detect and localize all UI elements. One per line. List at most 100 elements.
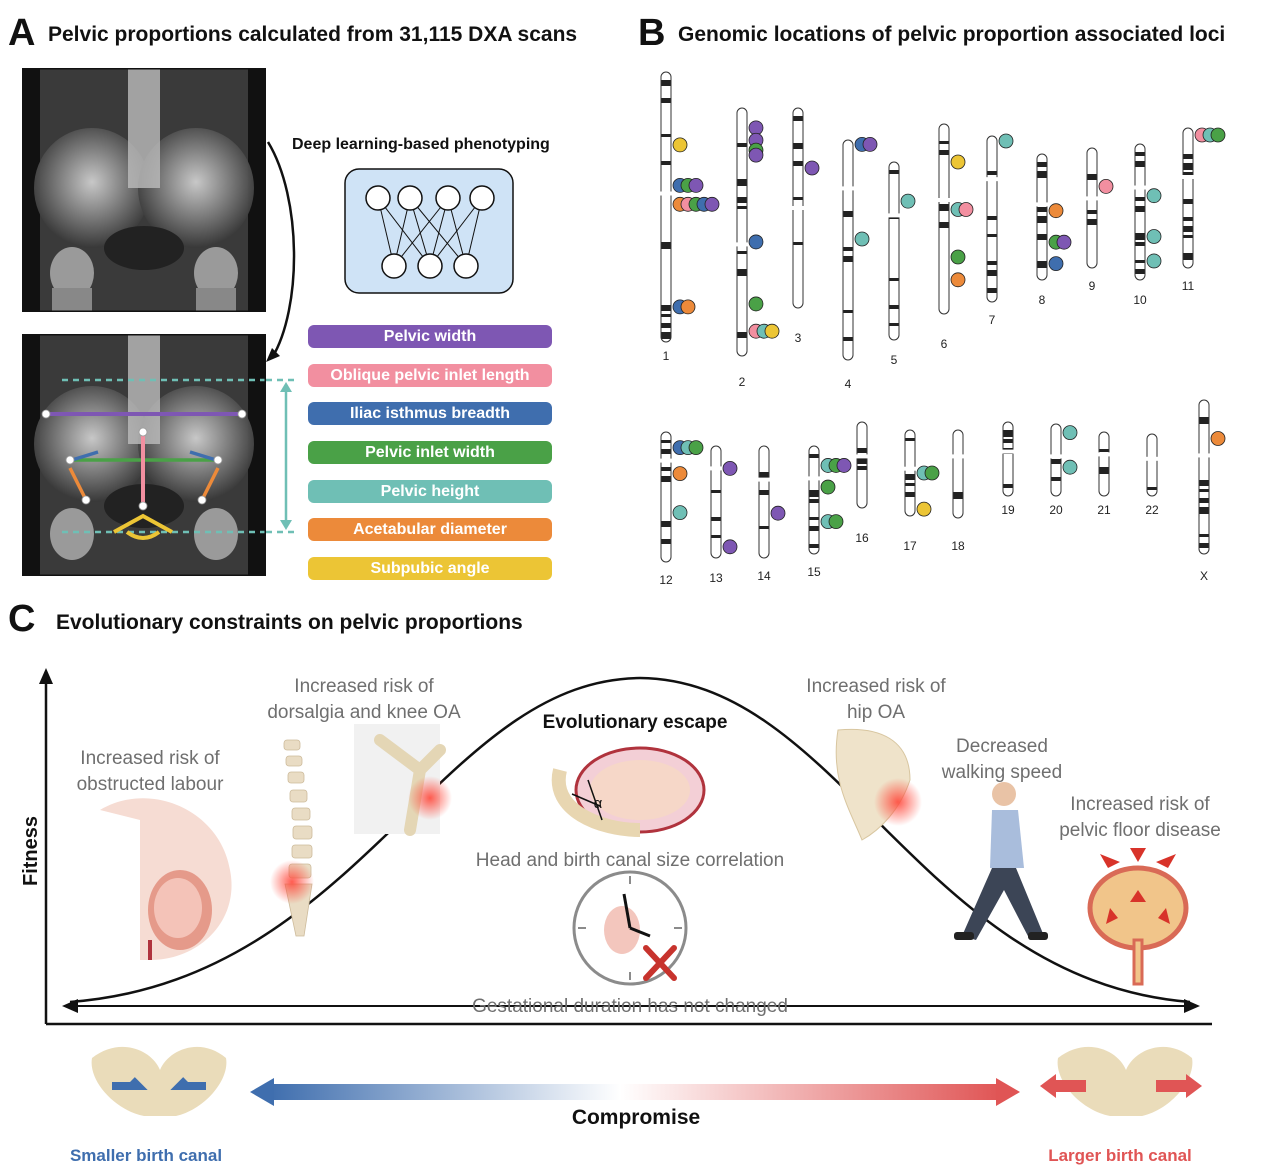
chromosome-14: 14 bbox=[757, 445, 771, 583]
chromosome-3: 3 bbox=[792, 107, 804, 345]
chromosome-12: 12 bbox=[659, 431, 673, 587]
chromosome-label: 21 bbox=[1097, 503, 1111, 517]
chromosome-label: 15 bbox=[807, 565, 821, 579]
locus-marker bbox=[950, 249, 966, 265]
locus-marker bbox=[688, 178, 704, 193]
pelvic-height-bracket bbox=[266, 378, 296, 534]
locus-marker bbox=[854, 231, 870, 247]
locus-marker bbox=[820, 479, 836, 495]
chromosome-6: 6 bbox=[938, 123, 950, 351]
locus-marker bbox=[748, 120, 764, 136]
chromosome-label: 3 bbox=[795, 331, 802, 345]
locus-marker bbox=[836, 458, 852, 473]
locus-marker bbox=[672, 505, 688, 521]
chromosome-X: X bbox=[1198, 399, 1210, 583]
method-label: Deep learning-based phenotyping bbox=[292, 136, 550, 153]
locus-marker bbox=[672, 137, 688, 153]
chromosome-label: 10 bbox=[1133, 293, 1147, 307]
chromosome-label: 11 bbox=[1182, 279, 1195, 293]
chromosome-label: 1 bbox=[663, 349, 670, 363]
locus-marker bbox=[688, 440, 704, 456]
compromise-label: Compromise bbox=[571, 1106, 701, 1129]
locus-marker bbox=[1056, 234, 1072, 250]
cross-icon bbox=[643, 945, 677, 981]
chromosome-22: 22 bbox=[1145, 433, 1159, 517]
fitness-diagram: α bbox=[39, 668, 1212, 1116]
chromosome-label: 13 bbox=[709, 571, 723, 585]
chromosome-label: 20 bbox=[1049, 503, 1063, 517]
locus-marker bbox=[1146, 188, 1162, 204]
locus-marker bbox=[804, 160, 820, 176]
alpha-symbol: α bbox=[594, 795, 603, 812]
risk-dorsalgia-knee-oa: Increased risk of dorsalgia and knee OA bbox=[267, 676, 461, 723]
locus-marker bbox=[748, 296, 764, 312]
locus-marker bbox=[1048, 203, 1064, 219]
chromosome-20: 20 bbox=[1049, 423, 1063, 517]
locus-marker bbox=[704, 196, 720, 212]
chromosome-19: 19 bbox=[1001, 421, 1015, 517]
locus-marker bbox=[1146, 253, 1162, 269]
locus-marker bbox=[748, 147, 764, 163]
chromosome-2: 2 bbox=[736, 107, 748, 389]
smaller-birth-canal-label: Smaller birth canal bbox=[69, 1146, 223, 1165]
chromosome-label: 4 bbox=[845, 377, 852, 391]
chromosome-label: 17 bbox=[903, 539, 917, 553]
chromosome-label: 5 bbox=[891, 353, 898, 367]
compromise-gradient-arrow bbox=[270, 1084, 1000, 1100]
chromosome-16: 16 bbox=[855, 421, 869, 545]
dxa-scan-image bbox=[22, 68, 266, 312]
locus-marker bbox=[1210, 431, 1226, 446]
locus-marker bbox=[1210, 127, 1226, 143]
escape-gestational-duration: Gestational duration has not changed bbox=[472, 996, 788, 1017]
locus-marker bbox=[1098, 179, 1114, 194]
dxa-annotated-image bbox=[22, 334, 266, 576]
chromosome-label: 2 bbox=[739, 375, 746, 389]
locus-marker bbox=[672, 466, 688, 482]
risk-pelvic-floor-disease: Increased risk of pelvic floor disease bbox=[1059, 794, 1221, 841]
chromosome-21: 21 bbox=[1097, 431, 1111, 517]
locus-marker bbox=[722, 460, 738, 476]
chromosome-label: 6 bbox=[941, 337, 948, 351]
y-axis-label: Fitness bbox=[20, 815, 42, 886]
escape-title: Evolutionary escape bbox=[542, 712, 728, 733]
chromosome-label: 14 bbox=[757, 569, 771, 583]
legend-acetabular-diameter: Acetabular diameter bbox=[308, 518, 552, 541]
locus-marker bbox=[748, 234, 764, 250]
chromosome-label: 16 bbox=[855, 531, 869, 545]
chromosome-label: 12 bbox=[659, 573, 673, 587]
panel-c-title: Evolutionary constraints on pelvic propo… bbox=[56, 611, 523, 634]
locus-marker bbox=[1146, 229, 1162, 244]
chromosome-8: 8 bbox=[1036, 153, 1048, 307]
risk-hip-oa: Increased risk of hip OA bbox=[806, 676, 946, 723]
risk-walking-speed: Decreased walking speed bbox=[941, 736, 1063, 783]
panel-b-title: Genomic locations of pelvic proportion a… bbox=[678, 23, 1226, 46]
larger-birth-canal-label: Larger birth canal bbox=[1048, 1146, 1192, 1165]
locus-marker bbox=[1062, 459, 1078, 475]
legend-pelvic-width: Pelvic width bbox=[308, 325, 552, 348]
legend-pelvic-inlet-width: Pelvic inlet width bbox=[308, 441, 552, 464]
panel-a-title: Pelvic proportions calculated from 31,11… bbox=[48, 23, 578, 46]
escape-head-canal-correlation: Head and birth canal size correlation bbox=[475, 850, 785, 871]
legend-iliac-isthmus-breadth: Iliac isthmus breadth bbox=[308, 402, 552, 425]
locus-marker bbox=[950, 272, 966, 288]
chromosome-label: 8 bbox=[1039, 293, 1046, 307]
chromosome-17: 17 bbox=[903, 429, 917, 553]
chromosome-label: 7 bbox=[989, 313, 996, 327]
locus-marker bbox=[998, 133, 1014, 149]
locus-marker bbox=[862, 137, 878, 152]
chromosome-label: X bbox=[1200, 569, 1208, 583]
locus-marker bbox=[722, 539, 738, 555]
chromosome-7: 7 bbox=[986, 135, 998, 327]
locus-marker bbox=[680, 299, 696, 315]
locus-marker bbox=[1062, 425, 1078, 441]
walking-person-icon bbox=[954, 782, 1048, 940]
locus-marker bbox=[950, 154, 966, 170]
chromosome-15: 15 bbox=[807, 445, 821, 579]
locus-marker bbox=[764, 323, 780, 339]
locus-marker bbox=[770, 505, 786, 521]
chromosome-label: 18 bbox=[951, 539, 965, 553]
chromosome-5: 5 bbox=[888, 161, 900, 367]
locus-marker bbox=[828, 514, 844, 530]
phenotyping-arrow bbox=[266, 141, 296, 362]
